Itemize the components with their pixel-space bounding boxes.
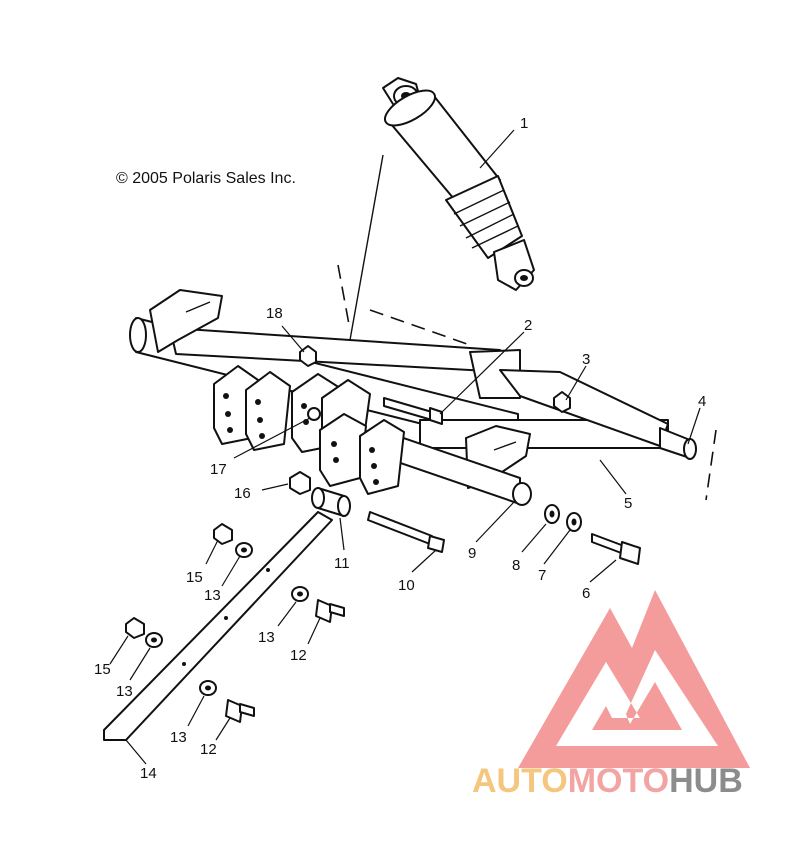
label-17: 17 [210, 461, 227, 478]
bolt-2 [383, 397, 443, 425]
label-12a: 12 [290, 647, 307, 664]
watermark-logo-mark [518, 590, 750, 768]
label-3: 3 [582, 351, 590, 368]
label-4: 4 [698, 393, 706, 410]
bolt-12b [225, 699, 255, 723]
watermark-wordmark: AUTOMOTOHUB [472, 762, 743, 800]
label-13d: 13 [170, 729, 187, 746]
label-9: 9 [468, 545, 476, 562]
washer-13b [291, 586, 309, 602]
nut-3 [553, 391, 571, 413]
assembly-dashed-lines [337, 154, 717, 501]
washer-13c [145, 632, 163, 648]
label-12b: 12 [200, 741, 217, 758]
label-15b: 15 [94, 661, 111, 678]
bolt-6 [591, 533, 641, 565]
shock-absorber [382, 77, 535, 291]
leader-lines [109, 129, 701, 765]
nut-15b [125, 617, 145, 639]
washer-13d [199, 680, 217, 696]
label-11: 11 [334, 555, 350, 572]
label-7: 7 [538, 567, 546, 584]
watermark-word-1: AUTOMOTOHUB [472, 762, 743, 800]
washer-13a [235, 542, 253, 558]
label-13a: 13 [204, 587, 221, 604]
label-8: 8 [512, 557, 520, 574]
bolt-10 [367, 511, 445, 553]
copyright-text: © 2005 Polaris Sales Inc. [116, 170, 296, 187]
label-13c: 13 [116, 683, 133, 700]
label-18: 18 [266, 305, 283, 322]
label-15a: 15 [186, 569, 203, 586]
strap-14 [103, 511, 333, 741]
nut-18 [299, 345, 317, 367]
part-labels: 1 2 3 4 5 6 7 8 9 10 11 12 12 13 13 13 1… [94, 115, 706, 782]
label-16: 16 [234, 485, 251, 502]
washer-8 [544, 504, 560, 524]
label-13b: 13 [258, 629, 275, 646]
nut-15a [213, 523, 233, 545]
shackle-plates [213, 365, 405, 495]
label-1: 1 [520, 115, 528, 132]
label-10: 10 [398, 577, 415, 594]
label-6: 6 [582, 585, 590, 602]
bushing-11 [311, 487, 351, 517]
nut-16 [289, 471, 311, 495]
watermark-logo [518, 590, 750, 768]
label-14: 14 [140, 765, 157, 782]
bolt-12a [315, 599, 345, 623]
label-5: 5 [624, 495, 632, 512]
label-2: 2 [524, 317, 532, 334]
washer-7 [566, 512, 582, 532]
